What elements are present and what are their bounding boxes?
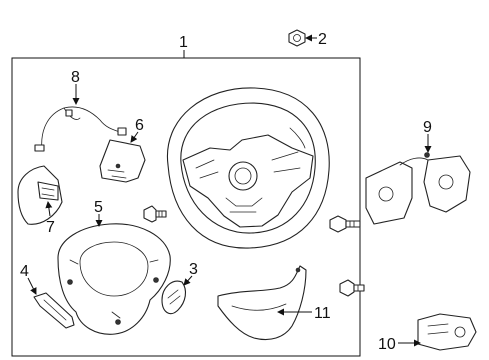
callout-11: 11: [314, 305, 331, 322]
callout-7: 7: [46, 219, 55, 236]
screw-part: [143, 205, 167, 223]
callout-4: 4: [20, 263, 29, 280]
callout-9: 9: [423, 119, 432, 136]
paddle-shifter-part-7: [17, 165, 63, 225]
bolt-part: [329, 215, 361, 233]
nut-part: [288, 29, 306, 47]
callout-10: 10: [378, 336, 396, 353]
assembly-frame: [11, 57, 361, 357]
callout-2: 2: [318, 31, 327, 48]
switch-assembly-part-9: [365, 152, 471, 225]
trim-strip-part-4: [33, 292, 75, 329]
bolt-part-lower: [339, 279, 365, 297]
lower-cover-part-5: [57, 223, 171, 335]
callout-6: 6: [135, 117, 144, 134]
callout-1: 1: [179, 34, 188, 51]
lower-garnish-part-11: [217, 265, 307, 341]
cover-part-3: [161, 280, 187, 315]
callout-3: 3: [189, 261, 198, 278]
wire-harness-part-8: [34, 106, 127, 152]
steering-wheel-part: [166, 87, 330, 249]
callout-5: 5: [94, 199, 103, 216]
callout-8: 8: [71, 69, 80, 86]
leader-lines: [27, 34, 432, 347]
switch-module-part-10: [417, 313, 477, 351]
bracket-part-6: [99, 139, 146, 183]
